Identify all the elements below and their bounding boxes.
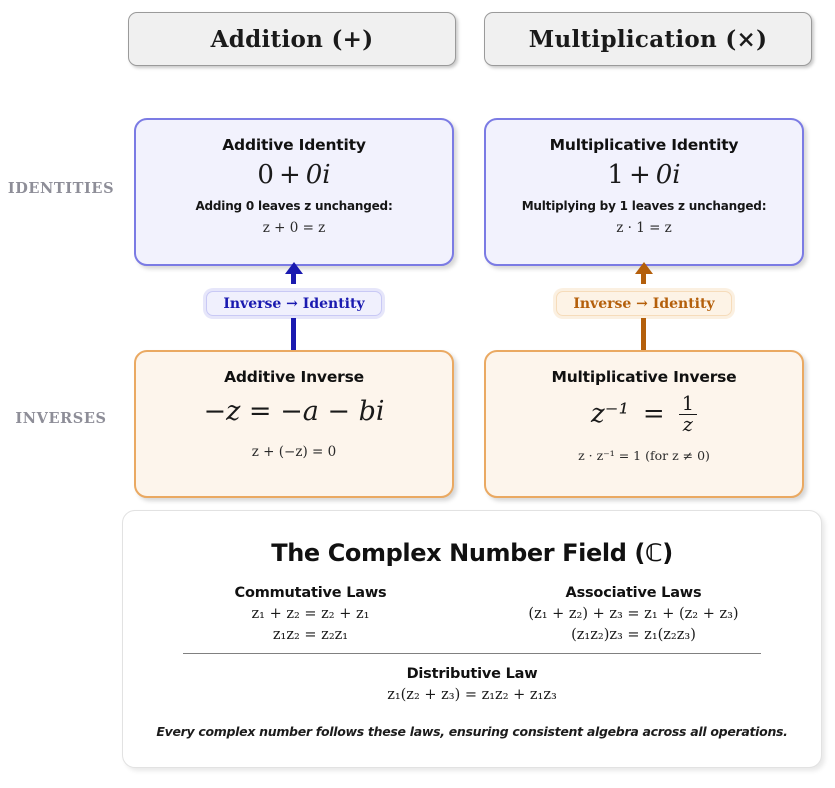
divider xyxy=(183,653,761,654)
card-additive-inverse: Additive Inverse −z = −a − bi z + (−z) =… xyxy=(134,350,454,498)
card-additive-identity-formula: 0+0i xyxy=(136,160,452,190)
connector-stem-multiplication-upper xyxy=(641,268,646,284)
connector-label-addition: Inverse → Identity xyxy=(206,291,382,316)
card-additive-identity-note: Adding 0 leaves z unchanged: xyxy=(195,199,393,213)
fraction-denominator: z xyxy=(682,412,693,436)
commutative-laws-heading: Commutative Laws xyxy=(234,585,387,601)
column-header-addition: Addition (+) xyxy=(128,12,456,66)
connector-stem-addition-upper xyxy=(291,268,296,284)
associative-laws-heading: Associative Laws xyxy=(565,585,702,601)
connector-label-multiplication: Inverse → Identity xyxy=(556,291,732,316)
connector-stem-multiplication-lower xyxy=(641,318,646,351)
row-label-identities: IDENTITIES xyxy=(7,180,115,197)
formula-lhs: 0 xyxy=(257,160,274,190)
formula-operator: + xyxy=(278,160,301,190)
laws-row: Commutative Laws z₁ + z₂ = z₂ + z₁ z₁z₂ … xyxy=(123,585,821,643)
associative-law-equation-2: (z₁z₂)z₃ = z₁(z₂z₃) xyxy=(571,627,696,643)
card-additive-inverse-title: Additive Inverse xyxy=(224,368,364,386)
column-header-addition-label: Addition (+) xyxy=(210,25,374,53)
complex-number-field-panel: The Complex Number Field (ℂ) Commutative… xyxy=(122,510,822,768)
column-header-multiplication-label: Multiplication (×) xyxy=(528,25,768,53)
card-multiplicative-identity-subformula: z · 1 = z xyxy=(616,220,672,236)
card-additive-identity-subformula: z + 0 = z xyxy=(262,220,326,236)
card-multiplicative-identity-note: Multiplying by 1 leaves z unchanged: xyxy=(521,199,767,213)
associative-laws-column: Associative Laws (z₁ + z₂) + z₃ = z₁ + (… xyxy=(472,585,795,643)
formula-lhs: z⁻¹ xyxy=(591,398,629,429)
card-multiplicative-identity-title: Multiplicative Identity xyxy=(549,136,739,154)
card-multiplicative-identity: Multiplicative Identity 1+0i Multiplying… xyxy=(484,118,804,266)
card-additive-identity: Additive Identity 0+0i Adding 0 leaves z… xyxy=(134,118,454,266)
commutative-law-equation-2: z₁z₂ = z₂z₁ xyxy=(272,627,349,643)
field-panel-title: The Complex Number Field (ℂ) xyxy=(271,539,673,567)
card-additive-inverse-subformula: z + (−z) = 0 xyxy=(251,444,337,460)
connector-label-multiplication-text: Inverse → Identity xyxy=(573,295,715,312)
fraction-numerator: 1 xyxy=(678,394,697,415)
distributive-law-block: Distributive Law z₁(z₂ + z₃) = z₁z₂ + z₁… xyxy=(123,666,821,703)
card-multiplicative-inverse-subformula: z · z⁻¹ = 1 (for z ≠ 0) xyxy=(578,448,710,464)
card-multiplicative-identity-formula: 1+0i xyxy=(486,160,802,190)
connector-stem-addition-lower xyxy=(291,318,296,351)
card-additive-inverse-formula: −z = −a − bi xyxy=(203,396,385,427)
formula-rhs: 0i xyxy=(655,160,681,190)
commutative-laws-column: Commutative Laws z₁ + z₂ = z₂ + z₁ z₁z₂ … xyxy=(149,585,472,643)
formula-operator: + xyxy=(628,160,651,190)
column-header-multiplication: Multiplication (×) xyxy=(484,12,812,66)
distributive-law-equation-1: z₁(z₂ + z₃) = z₁z₂ + z₁z₃ xyxy=(387,687,557,703)
distributive-law-heading: Distributive Law xyxy=(406,666,538,682)
field-panel-footnote: Every complex number follows these laws,… xyxy=(156,724,788,739)
formula-rhs: 0i xyxy=(305,160,331,190)
connector-label-addition-text: Inverse → Identity xyxy=(223,295,365,312)
row-label-inverses: INVERSES xyxy=(15,410,107,427)
associative-law-equation-1: (z₁ + z₂) + z₃ = z₁ + (z₂ + z₃) xyxy=(528,606,739,622)
formula-equals: = xyxy=(642,398,665,429)
commutative-law-equation-1: z₁ + z₂ = z₂ + z₁ xyxy=(251,606,370,622)
card-multiplicative-inverse-title: Multiplicative Inverse xyxy=(551,368,737,386)
card-additive-identity-title: Additive Identity xyxy=(222,136,366,154)
formula-lhs: 1 xyxy=(607,160,624,190)
